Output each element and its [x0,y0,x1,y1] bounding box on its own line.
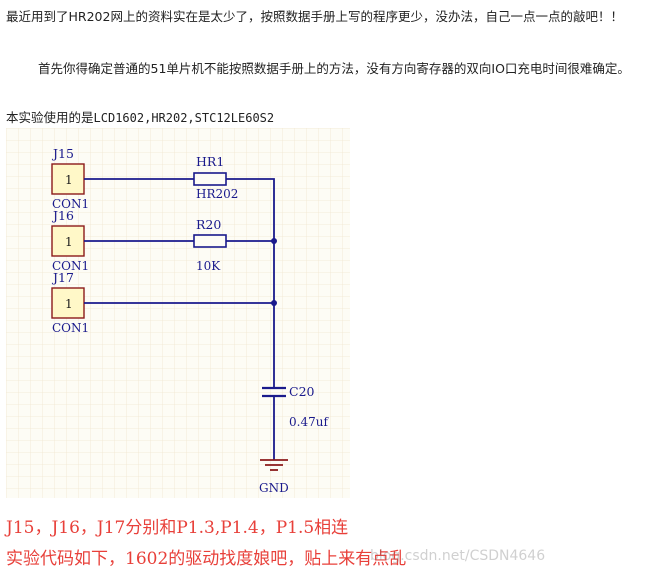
resistor-hr1-ref: HR1 [196,154,224,169]
junction-dot-2 [271,300,277,306]
note-paragraph: 首先你得确定普通的51单片机不能按照数据手册上的方法，没有方向寄存器的双向IO口… [38,61,630,76]
connector-j15-type: CON1 [52,197,89,211]
connector-j16-ref: J16 [51,208,74,223]
ground-label: GND [259,481,289,495]
schematic-wires [84,178,275,460]
parts-paragraph: 本实验使用的是LCD1602,HR202,STC12LE60S2 [6,105,646,131]
resistor-hr1-value: HR202 [196,187,238,201]
resistor-r20-value: 10K [196,259,221,273]
resistor-r20: R20 10K [193,217,227,273]
connector-j15-pin: 1 [65,173,73,187]
resistor-r20-body [193,234,227,248]
intro-paragraph: 最近用到了HR202网上的资料实在是太少了，按照数据手册上写的程序更少，没办法，… [6,9,623,24]
connector-j15-ref: J15 [51,146,74,161]
resistor-r20-ref: R20 [196,217,221,232]
connector-j17-ref: J17 [51,270,74,285]
capacitor-c20-ref: C20 [289,384,315,399]
connector-j16-pin: 1 [65,235,73,249]
wire-hr1-bus [226,178,275,303]
connector-j16: J16 1 CON1 [51,208,89,273]
code-note-text: 实验代码如下，1602的驱动找度娘吧，贴上来有点乱 [6,549,407,569]
capacitor-c20-value: 0.47uf [289,415,329,429]
connector-j15: J15 1 CON1 [51,146,89,211]
connector-j16-type: CON1 [52,259,89,273]
connector-j17-type: CON1 [52,321,89,335]
pin-mapping-text: J15，J16，J17分别和P1.3,P1.4，P1.5相连 [6,518,349,538]
parts-list: LCD1602,HR202,STC12LE60S2 [93,111,275,125]
schematic-image: J15 1 CON1 J16 1 CON1 J17 1 CON1 [6,128,350,498]
ground-symbol [260,459,288,471]
parts-prefix: 本实验使用的是 [6,110,94,125]
connector-j16-body [51,225,85,257]
resistor-hr1-body [193,172,227,186]
connector-j17-pin: 1 [65,297,73,311]
resistor-hr1: HR1 HR202 [193,154,238,201]
blog-watermark: blog.csdn.net/CSDN4646 [370,548,546,564]
capacitor-c20: C20 0.47uf [262,384,329,429]
schematic-svg: J15 1 CON1 J16 1 CON1 J17 1 CON1 [6,128,350,498]
junction-dot-1 [271,238,277,244]
